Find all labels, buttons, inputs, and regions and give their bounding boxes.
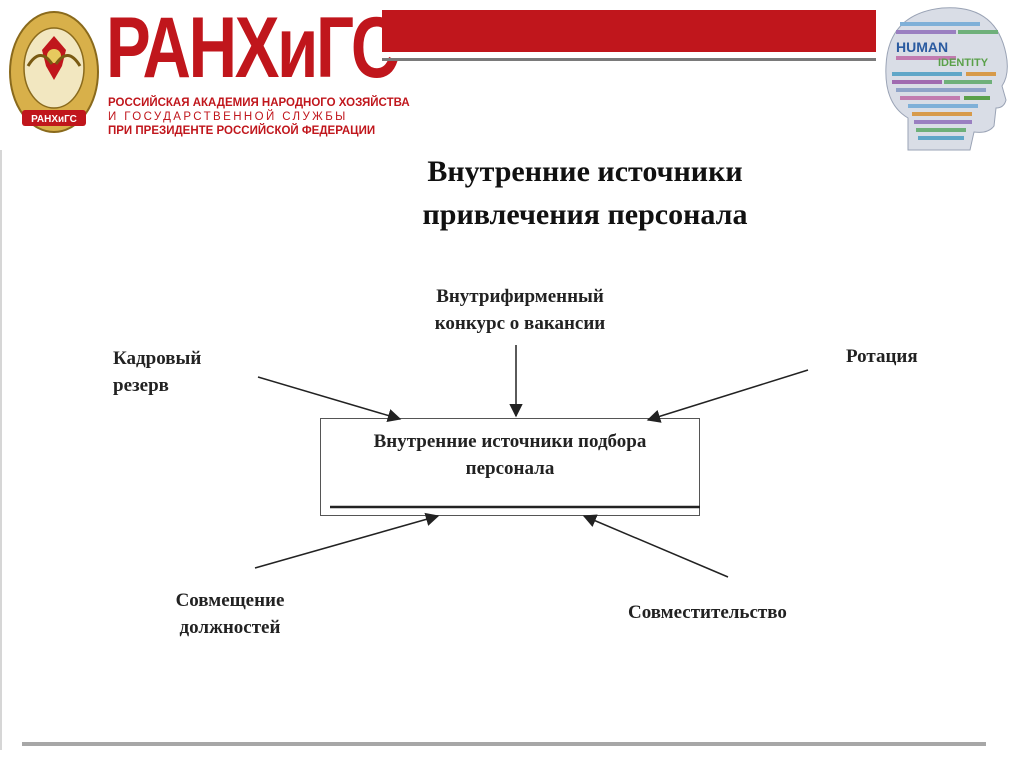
- arrow-bottom-left: [254, 512, 440, 569]
- logo-subtitle-line2: И ГОСУДАРСТВЕННОЙ СЛУЖБЫ: [108, 111, 348, 123]
- head-word-human: HUMAN: [896, 39, 948, 55]
- center-box: [320, 418, 700, 516]
- label-combining-line1: Совмещение: [175, 590, 285, 611]
- label-combining-line2: должностей: [179, 617, 281, 638]
- label-reserve-line2: резерв: [113, 375, 169, 396]
- logo-title: РАНХиГС: [106, 0, 399, 96]
- header-grey-line: [382, 58, 876, 61]
- head-word-identity: IDENTITY: [938, 57, 989, 69]
- label-competition: Внутрифирменный конкурс о вакансии: [400, 283, 640, 337]
- slide-left-edge: [0, 150, 2, 750]
- arrow-left: [257, 376, 402, 423]
- center-label: Внутренние источники подбора персонала: [330, 428, 690, 482]
- label-rotation: Ротация: [846, 346, 918, 367]
- arrow-bottom-right: [582, 514, 729, 578]
- label-personnel-reserve: Кадровый резерв: [113, 345, 233, 399]
- label-competition-line2: конкурс о вакансии: [434, 313, 606, 334]
- label-part-time: Совместительство: [628, 602, 787, 623]
- human-identity-head-image: HUMAN IDENTITY: [885, 7, 1008, 151]
- emblem-logo: РАНХиГС: [9, 11, 99, 133]
- center-label-line2: персонала: [465, 458, 555, 479]
- label-combining-positions: Совмещение должностей: [155, 587, 305, 641]
- label-competition-line1: Внутрифирменный: [436, 286, 604, 307]
- slide-title-line2: привлечения персонала: [422, 198, 748, 231]
- arrow-right: [646, 369, 809, 423]
- seal-text: РАНХиГС: [31, 114, 77, 125]
- logo-subtitle-line3: ПРИ ПРЕЗИДЕНТЕ РОССИЙСКОЙ ФЕДЕРАЦИИ: [108, 125, 376, 137]
- header-red-bar: [382, 10, 876, 52]
- label-reserve-line1: Кадровый: [113, 348, 202, 369]
- slide-title: Внутренние источники привлечения персона…: [330, 150, 840, 236]
- footer-line: [22, 742, 986, 746]
- logo-subtitle-line1: РОССИЙСКАЯ АКАДЕМИЯ НАРОДНОГО ХОЗЯЙСТВА: [108, 97, 410, 109]
- center-label-line1: Внутренние источники подбора: [373, 431, 647, 452]
- slide-title-line1: Внутренние источники: [427, 155, 743, 188]
